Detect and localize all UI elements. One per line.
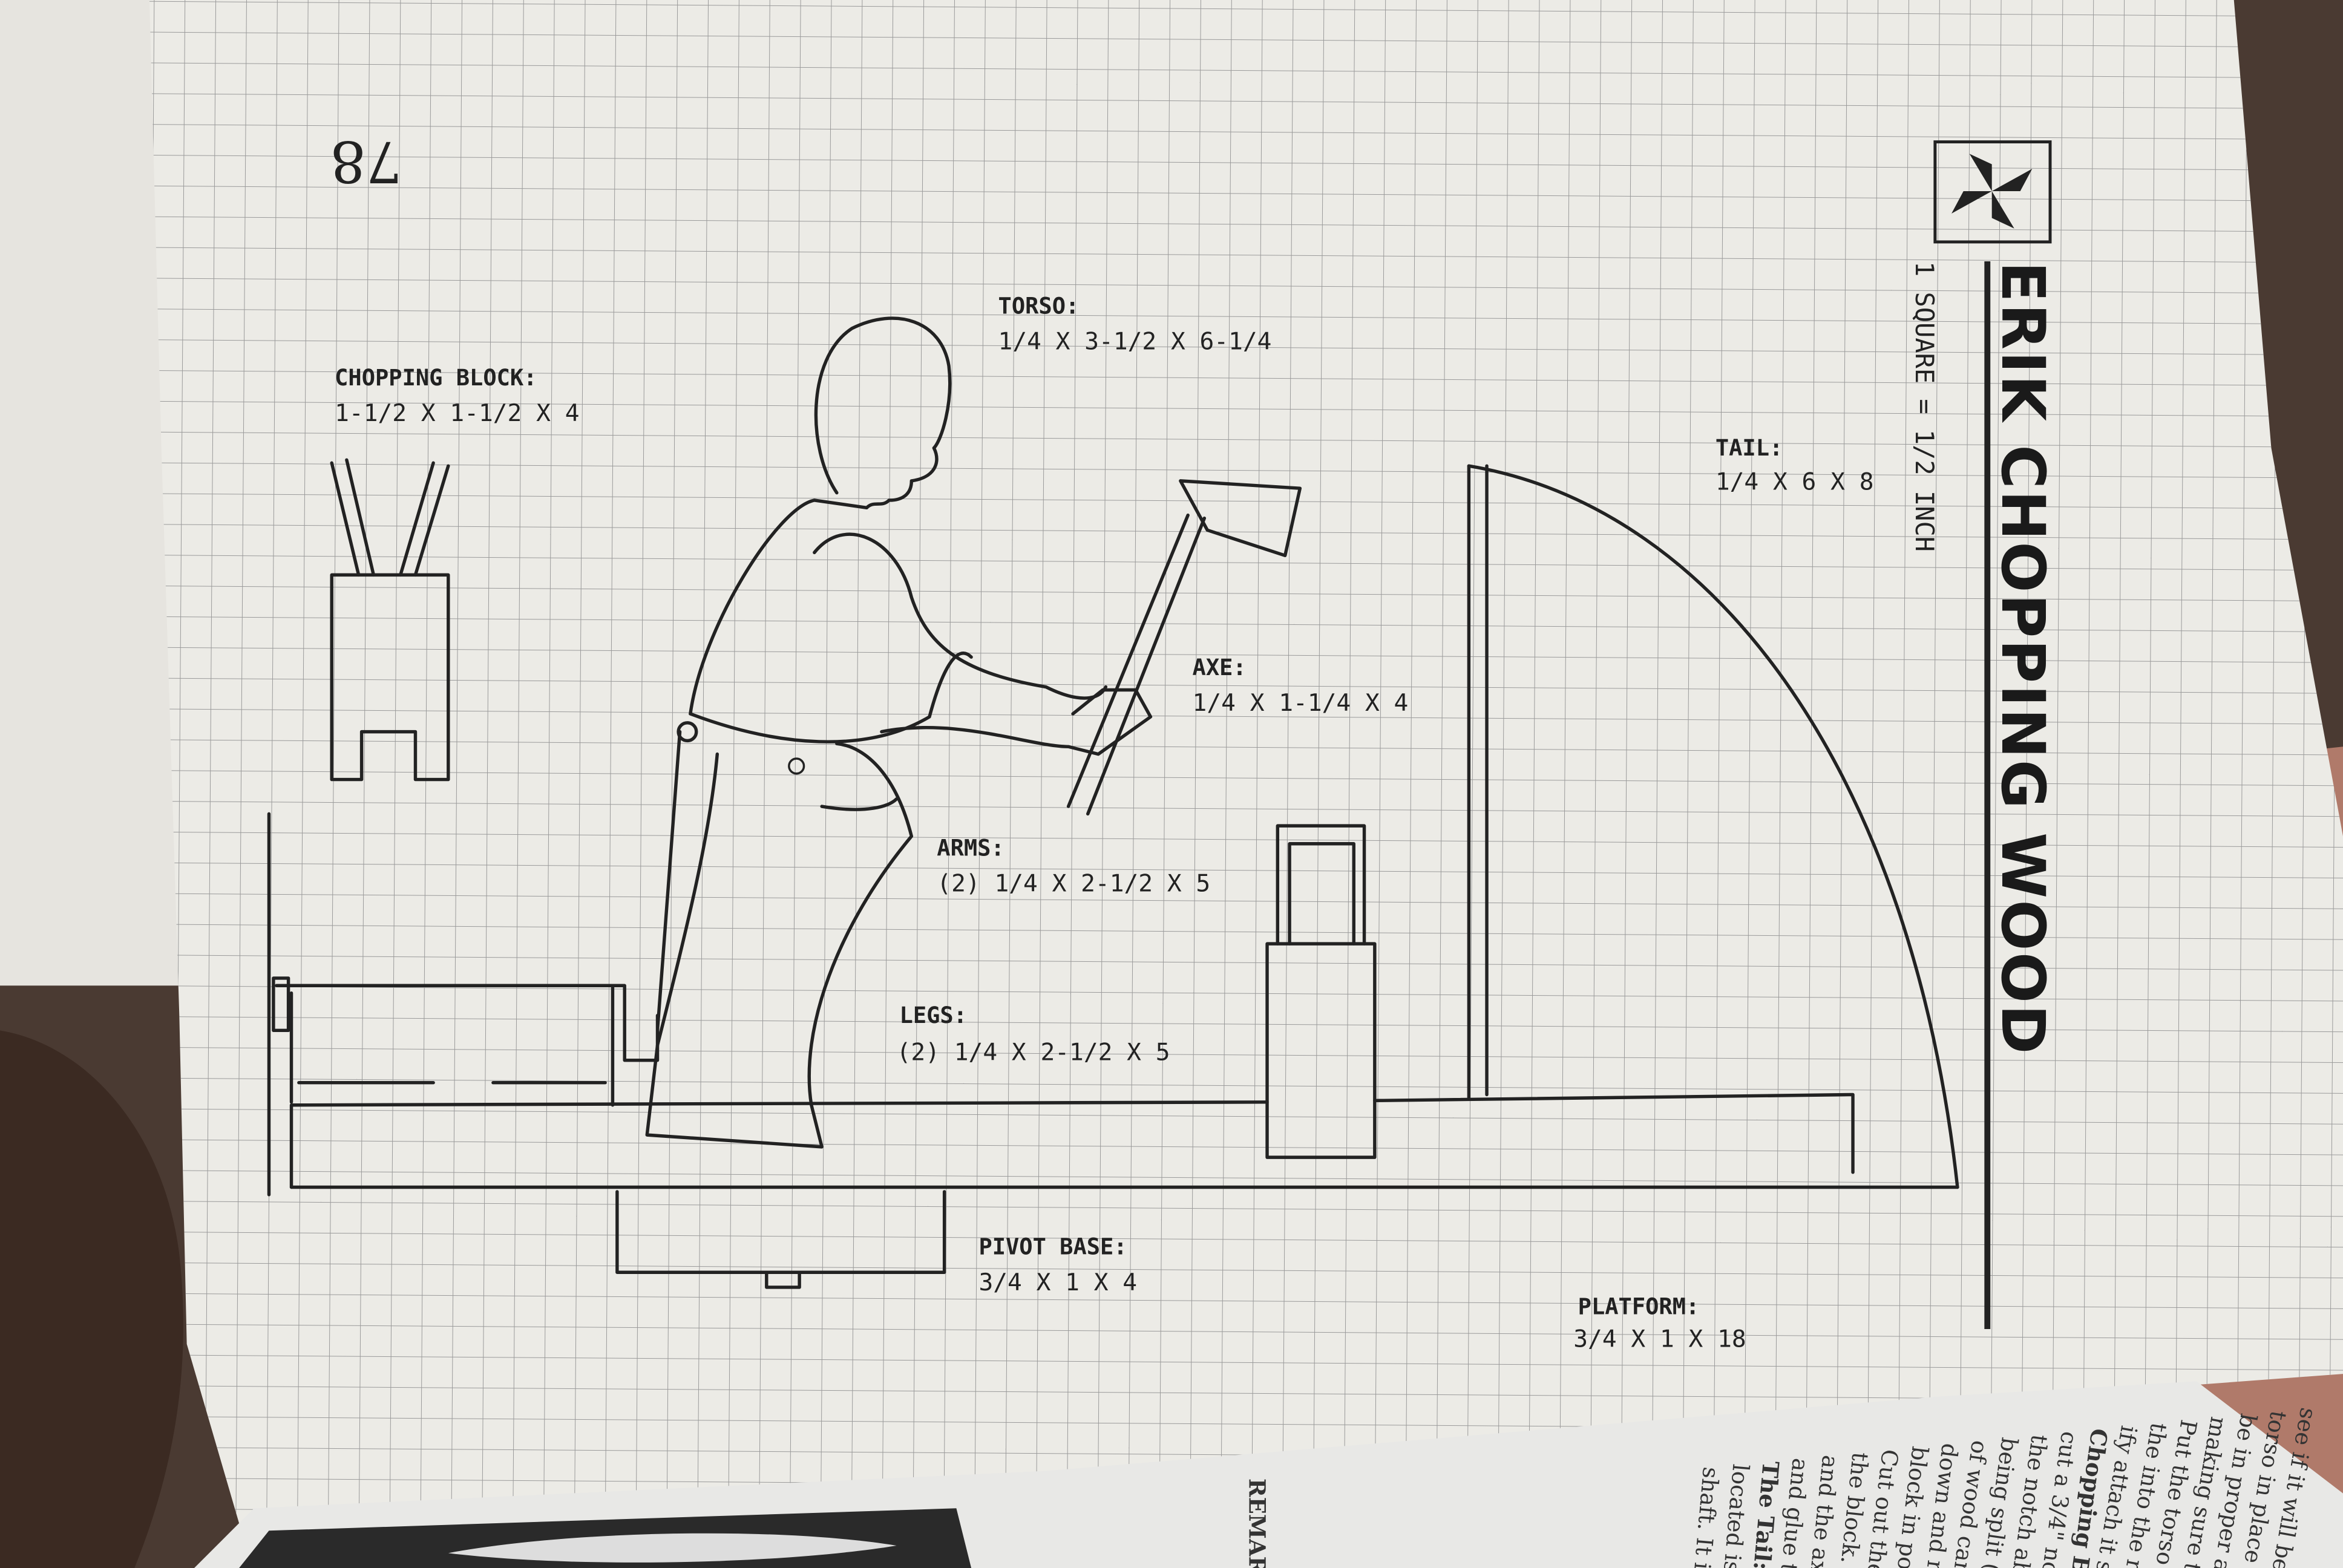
- part-label-platform: PLATFORM: 3/4 X 1 X 18: [1573, 1293, 1746, 1353]
- part-label-chopping-block: CHOPPING BLOCK: 1-1/2 X 1-1/2 X 4: [335, 365, 579, 427]
- axe-head: [1179, 479, 1302, 558]
- part-size: 1/4 X 3-1/2 X 6-1/4: [998, 328, 1272, 356]
- part-name: TORSO:: [998, 293, 1080, 319]
- erik-figure-drawing: [645, 316, 1302, 1149]
- grid-paper: [149, 0, 2343, 1523]
- part-name: TAIL:: [1715, 435, 1783, 461]
- part-label-tail: TAIL: 1/4 X 6 X 8: [1715, 435, 1874, 496]
- chopping-block-drawing: [330, 458, 450, 782]
- part-label-legs: LEGS: (2) 1/4 X 2-1/2 X 5: [897, 1002, 1170, 1067]
- part-name: ARMS:: [937, 835, 1004, 861]
- part-label-pivot-base: PIVOT BASE: 3/4 X 1 X 4: [978, 1234, 1137, 1296]
- page-number: 78: [330, 128, 402, 194]
- tail-drawing: [1467, 464, 1959, 1189]
- facing-page-photo-object: [448, 1533, 897, 1563]
- log-block-drawing: [1265, 824, 1377, 1159]
- axe-handle: [1066, 513, 1207, 816]
- thumb: [0, 1030, 183, 1568]
- part-size: 1/4 X 1-1/4 X 4: [1193, 689, 1409, 717]
- head: [814, 316, 952, 510]
- part-label-axe: AXE: 1/4 X 1-1/4 X 4: [1193, 655, 1409, 717]
- legs: [645, 742, 914, 1149]
- pinwheel-logo-icon: [1933, 140, 2052, 244]
- page-title: ERIK CHOPPING WOOD: [1988, 261, 2057, 1056]
- crank-mechanism-drawing: [272, 721, 698, 1107]
- part-size: (2) 1/4 X 2-1/2 X 5: [897, 1039, 1170, 1067]
- facing-heading: REMARK: [1244, 1478, 1270, 1568]
- platform-drawing: [267, 812, 1959, 1197]
- part-name: PIVOT BASE:: [978, 1234, 1127, 1260]
- part-label-arms: ARMS: (2) 1/4 X 2-1/2 X 5: [937, 835, 1210, 897]
- part-name: PLATFORM:: [1578, 1293, 1700, 1319]
- part-size: 3/4 X 1 X 4: [978, 1269, 1137, 1296]
- part-size: (2) 1/4 X 2-1/2 X 5: [937, 870, 1210, 898]
- part-label-torso: TORSO: 1/4 X 3-1/2 X 6-1/4: [998, 293, 1272, 355]
- arm-upper: [813, 532, 1108, 700]
- pivot-base-drawing: [615, 1190, 946, 1289]
- part-size: 1/4 X 6 X 8: [1715, 468, 1874, 496]
- part-size: 3/4 X 1 X 18: [1573, 1325, 1746, 1353]
- part-name: LEGS:: [900, 1002, 967, 1028]
- part-size: 1-1/2 X 1-1/2 X 4: [335, 399, 579, 427]
- back-page: [0, 0, 180, 986]
- arm-lower: [880, 688, 1153, 756]
- scale-note: 1 SQUARE = 1/2 INCH: [1910, 261, 1939, 552]
- part-name: AXE:: [1193, 655, 1247, 681]
- torso: [689, 498, 973, 743]
- part-name: CHOPPING BLOCK:: [335, 365, 537, 391]
